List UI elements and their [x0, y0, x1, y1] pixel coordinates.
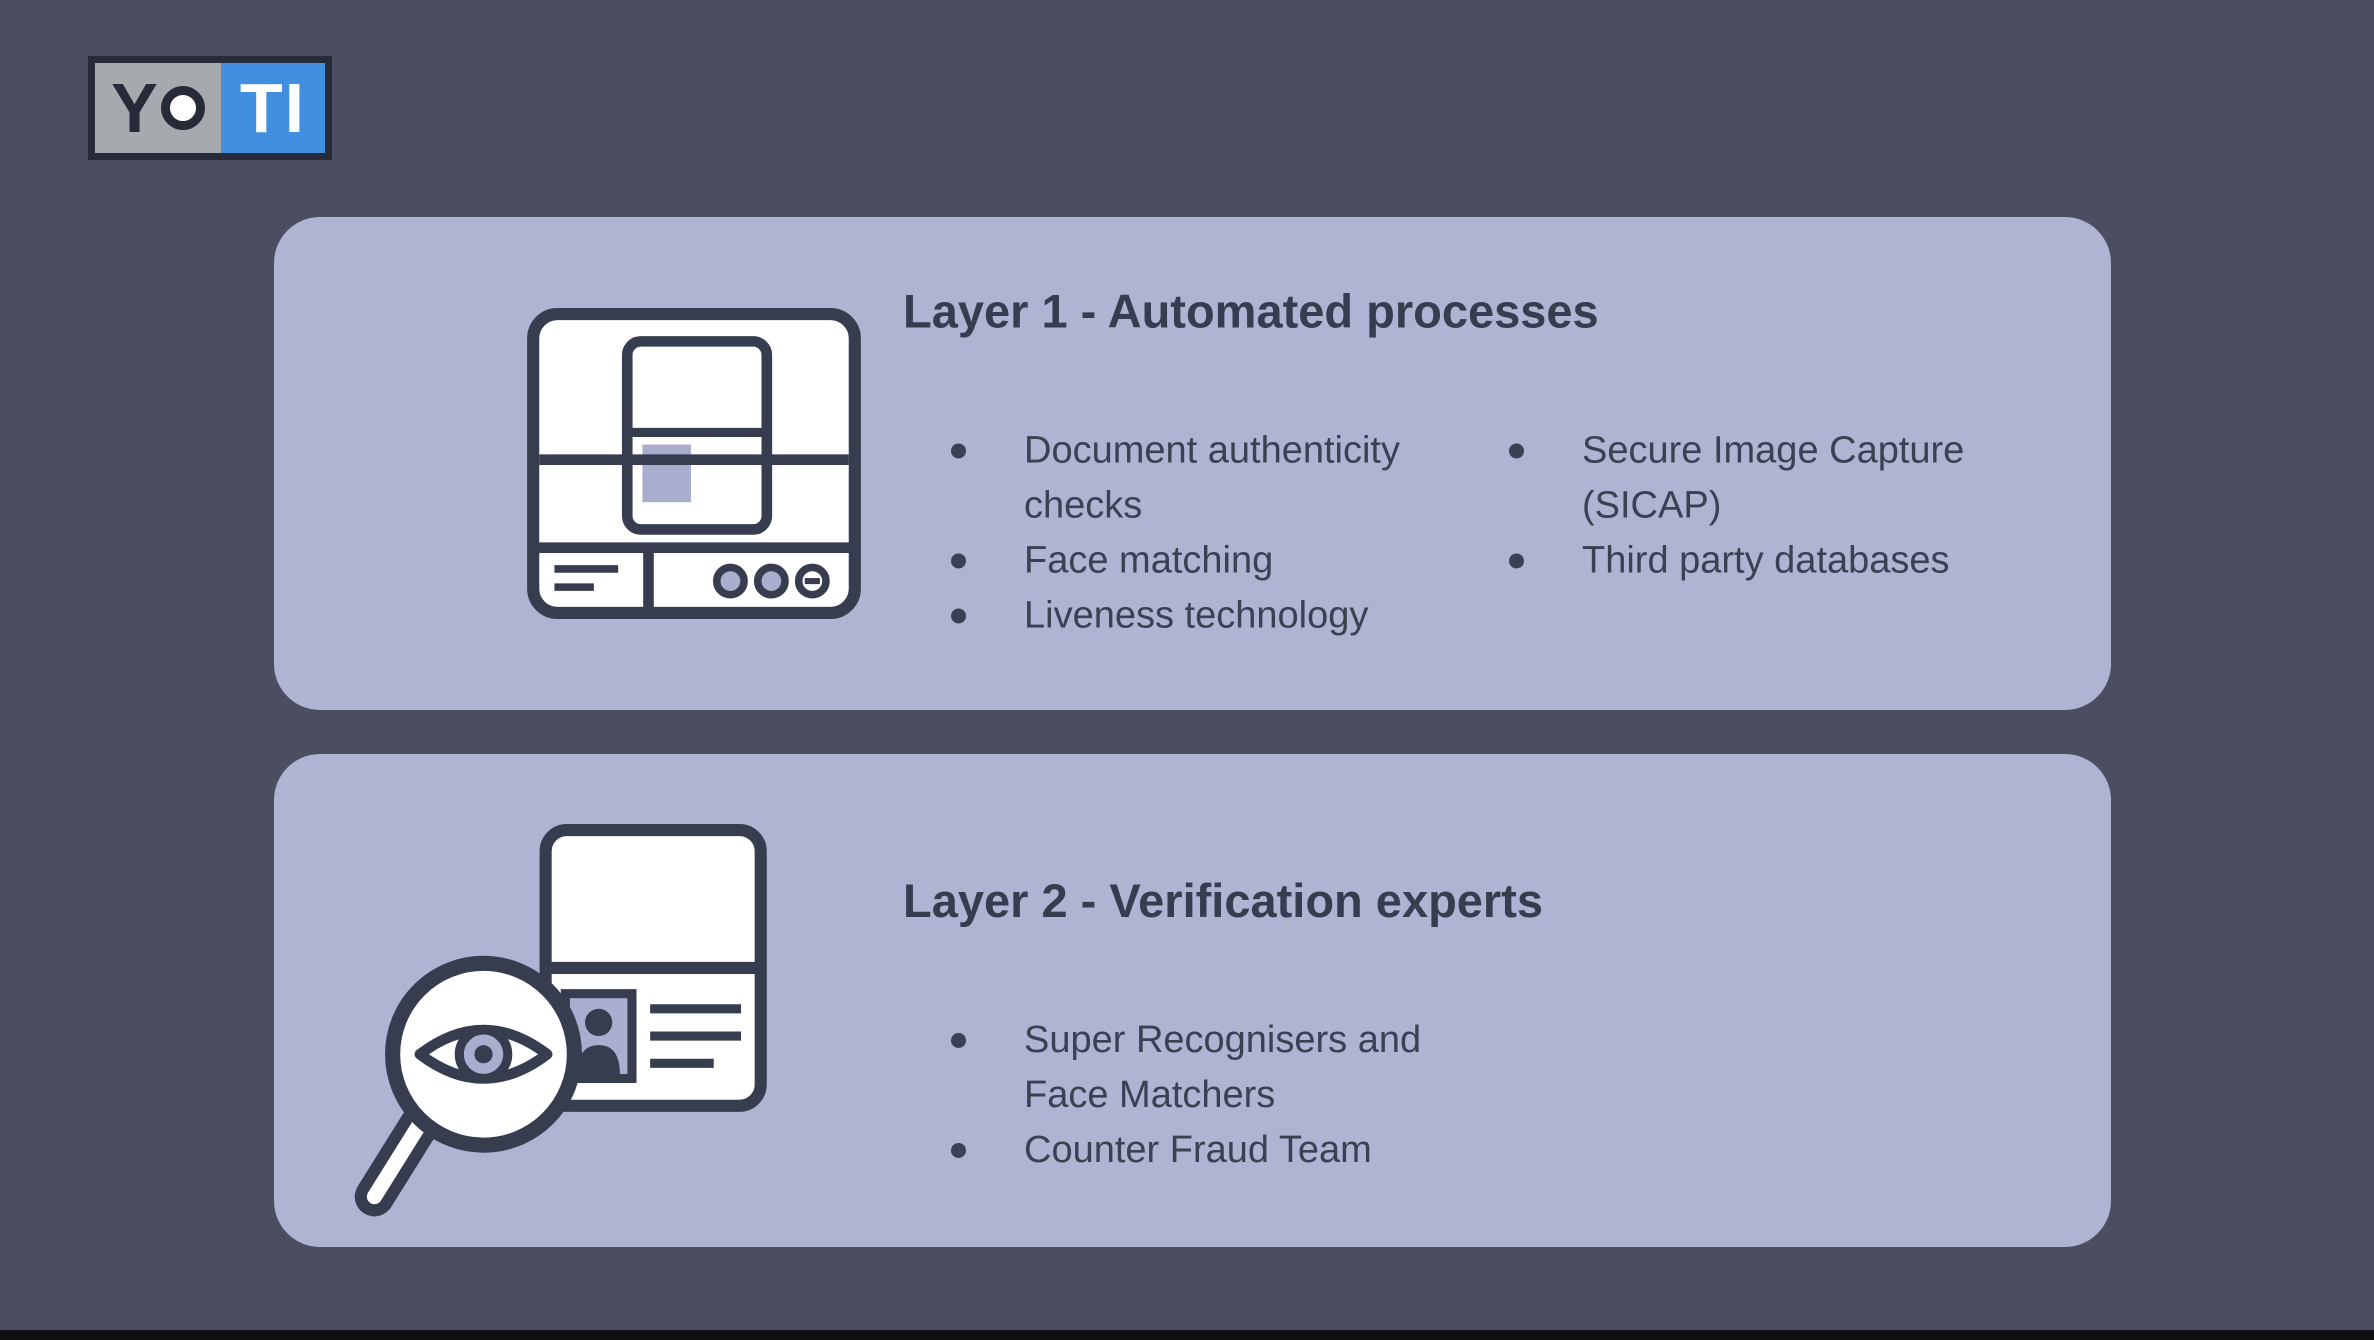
bullet-columns: Super Recognisers and Face Matchers Coun… — [903, 1013, 1543, 1178]
bullet-icon — [951, 553, 966, 569]
list-item: Liveness technology — [951, 588, 1461, 643]
logo-o-circle-icon — [160, 86, 205, 130]
list-item-text: Counter Fraud Team — [1024, 1128, 1372, 1171]
bullet-icon — [951, 443, 966, 459]
panel-layer-2-content: Layer 2 - Verification experts Super Rec… — [903, 873, 1543, 1177]
logo-right-section: TI — [221, 63, 325, 153]
list-item-text: Document authenticity checks — [1024, 429, 1400, 527]
list-item: Counter Fraud Team — [951, 1123, 1461, 1178]
list-item-text: Face matching — [1024, 539, 1274, 582]
bullet-column-right: Secure Image Capture (SICAP) Third party… — [1461, 423, 2019, 643]
bullet-icon — [951, 608, 966, 624]
bottom-bar — [0, 1330, 2374, 1340]
list-item: Third party databases — [1509, 533, 2019, 588]
list-item-text: Secure Image Capture (SICAP) — [1582, 429, 1965, 527]
panel-layer-1: Layer 1 - Automated processes Document a… — [274, 217, 2111, 710]
panel-layer-2: Layer 2 - Verification experts Super Rec… — [274, 754, 2111, 1247]
bullet-icon — [1509, 443, 1524, 459]
magnifier-id-card-icon — [350, 824, 767, 1233]
list-item: Super Recognisers and Face Matchers — [951, 1013, 1461, 1123]
bullet-columns: Document authenticity checks Face matchi… — [903, 423, 2019, 643]
panel-title: Layer 1 - Automated processes — [903, 283, 1599, 337]
logo-left-section: Y — [95, 63, 221, 153]
list-item: Face matching — [951, 533, 1461, 588]
bullet-column-left: Super Recognisers and Face Matchers Coun… — [903, 1013, 1461, 1178]
document-scanner-icon — [527, 308, 861, 619]
bullet-column-left: Document authenticity checks Face matchi… — [903, 423, 1461, 643]
yoti-logo: Y TI — [88, 56, 332, 160]
logo-letters-ti: TI — [239, 69, 307, 147]
bullet-icon — [951, 1032, 966, 1048]
logo-letter-y: Y — [111, 69, 158, 147]
list-item-text: Super Recognisers and Face Matchers — [1024, 1018, 1422, 1116]
list-item-text: Third party databases — [1582, 539, 1950, 582]
panel-title: Layer 2 - Verification experts — [903, 873, 1544, 927]
list-item: Document authenticity checks — [951, 423, 1461, 533]
panel-layer-1-content: Layer 1 - Automated processes Document a… — [903, 284, 2019, 643]
list-item: Secure Image Capture (SICAP) — [1509, 423, 2019, 533]
bullet-icon — [1509, 553, 1524, 569]
list-item-text: Liveness technology — [1024, 594, 1369, 637]
bullet-icon — [951, 1142, 966, 1158]
